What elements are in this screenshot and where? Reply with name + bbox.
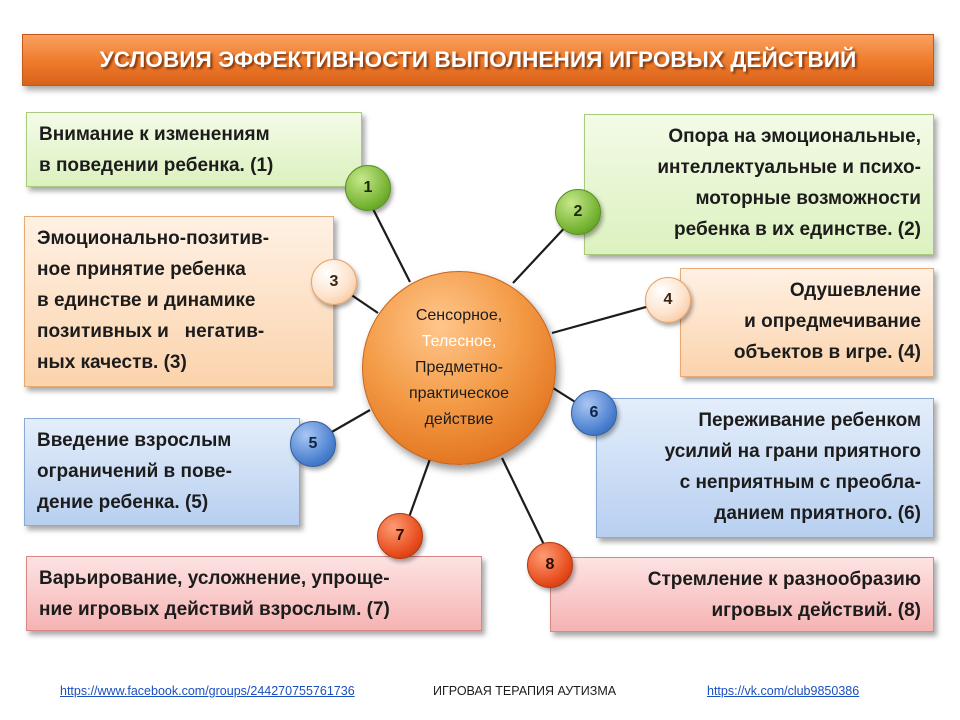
condition-box-2: Опора на эмоциональные, интеллектуальные…	[584, 114, 934, 255]
condition-6-line-1: Переживание ребенком	[698, 410, 921, 431]
condition-5-line-1: Введение взрослым	[37, 430, 232, 451]
number-badge-5: 5	[290, 421, 336, 467]
condition-7-line-2: ние игровых действий взрослым. (7)	[39, 599, 390, 620]
connector-8	[501, 457, 549, 554]
number-badge-1: 1	[345, 165, 391, 211]
condition-box-8: Стремление к разнообразию игровых действ…	[550, 557, 934, 632]
connector-3	[349, 293, 379, 314]
number-badge-2: 2	[555, 189, 601, 235]
footer-caption: ИГРОВАЯ ТЕРАПИЯ АУТИЗМА	[433, 684, 617, 698]
footer: https://www.facebook.com/groups/24427075…	[0, 684, 960, 702]
center-line-5: действие	[424, 411, 494, 428]
page-title: УСЛОВИЯ ЭФФЕКТИВНОСТИ ВЫПОЛНЕНИЯ ИГРОВЫХ…	[99, 47, 857, 72]
connector-2	[512, 221, 571, 284]
condition-3-line-5: ных качеств. (3)	[37, 352, 187, 373]
condition-6-line-3: с неприятным с преобла-	[679, 472, 921, 493]
condition-box-5: Введение взрослым ограничений в пове- де…	[24, 418, 300, 526]
connector-4	[551, 302, 658, 335]
condition-1-line-2: в поведении ребенка. (1)	[39, 155, 274, 176]
facebook-group-link[interactable]: https://www.facebook.com/groups/24427075…	[60, 684, 355, 698]
condition-2-line-3: моторные возможности	[695, 188, 921, 209]
condition-4-line-1: Одушевление	[789, 280, 921, 301]
number-badge-6: 6	[571, 390, 617, 436]
condition-3-line-4: позитивных и негатив-	[37, 321, 265, 342]
condition-7-line-1: Варьирование, усложнение, упроще-	[39, 568, 390, 589]
number-badge-4: 4	[645, 277, 691, 323]
number-badge-7: 7	[377, 513, 423, 559]
condition-2-line-4: ребенка в их единстве. (2)	[674, 219, 921, 240]
center-line-3: Предметно-	[414, 359, 504, 376]
condition-5-line-2: ограничений в пове-	[37, 461, 232, 482]
condition-5-line-3: дение ребенка. (5)	[37, 492, 209, 513]
title-banner: УСЛОВИЯ ЭФФЕКТИВНОСТИ ВЫПОЛНЕНИЯ ИГРОВЫХ…	[22, 34, 934, 86]
condition-1-line-1: Внимание к изменениям	[39, 124, 270, 145]
center-line-1: Сенсорное,	[415, 307, 503, 324]
center-line-4: практическое	[408, 385, 510, 402]
number-badge-3: 3	[311, 259, 357, 305]
connector-1	[370, 204, 411, 283]
condition-2-line-1: Опора на эмоциональные,	[668, 126, 921, 147]
center-line-2: Телесное,	[421, 333, 497, 350]
condition-6-line-4: данием приятного. (6)	[714, 503, 921, 524]
condition-box-1: Внимание к изменениям в поведении ребенк…	[26, 112, 362, 187]
condition-box-3: Эмоционально-позитив- ное принятие ребен…	[24, 216, 334, 387]
condition-3-line-2: ное принятие ребенка	[37, 259, 246, 280]
condition-3-line-1: Эмоционально-позитив-	[37, 228, 270, 249]
condition-3-line-3: в единстве и динамике	[37, 290, 256, 311]
connector-7	[406, 458, 432, 521]
vk-club-link[interactable]: https://vk.com/club9850386	[707, 684, 860, 698]
condition-8-line-1: Стремление к разнообразию	[647, 569, 921, 590]
condition-box-4: Одушевление и опредмечивание объектов в …	[680, 268, 934, 377]
number-badge-8: 8	[527, 542, 573, 588]
condition-4-line-3: объектов в игре. (4)	[733, 342, 921, 363]
condition-6-line-2: усилий на грани приятного	[664, 441, 921, 462]
condition-box-7: Варьирование, усложнение, упроще- ние иг…	[26, 556, 482, 631]
condition-2-line-2: интеллектуальные и психо-	[657, 157, 921, 178]
connector-5	[329, 409, 371, 434]
condition-8-line-2: игровых действий. (8)	[711, 600, 921, 621]
central-concept-circle: Сенсорное, Телесное, Предметно- практиче…	[362, 271, 556, 465]
condition-box-6: Переживание ребенком усилий на грани при…	[596, 398, 934, 538]
condition-4-line-2: и опредмечивание	[744, 311, 921, 332]
